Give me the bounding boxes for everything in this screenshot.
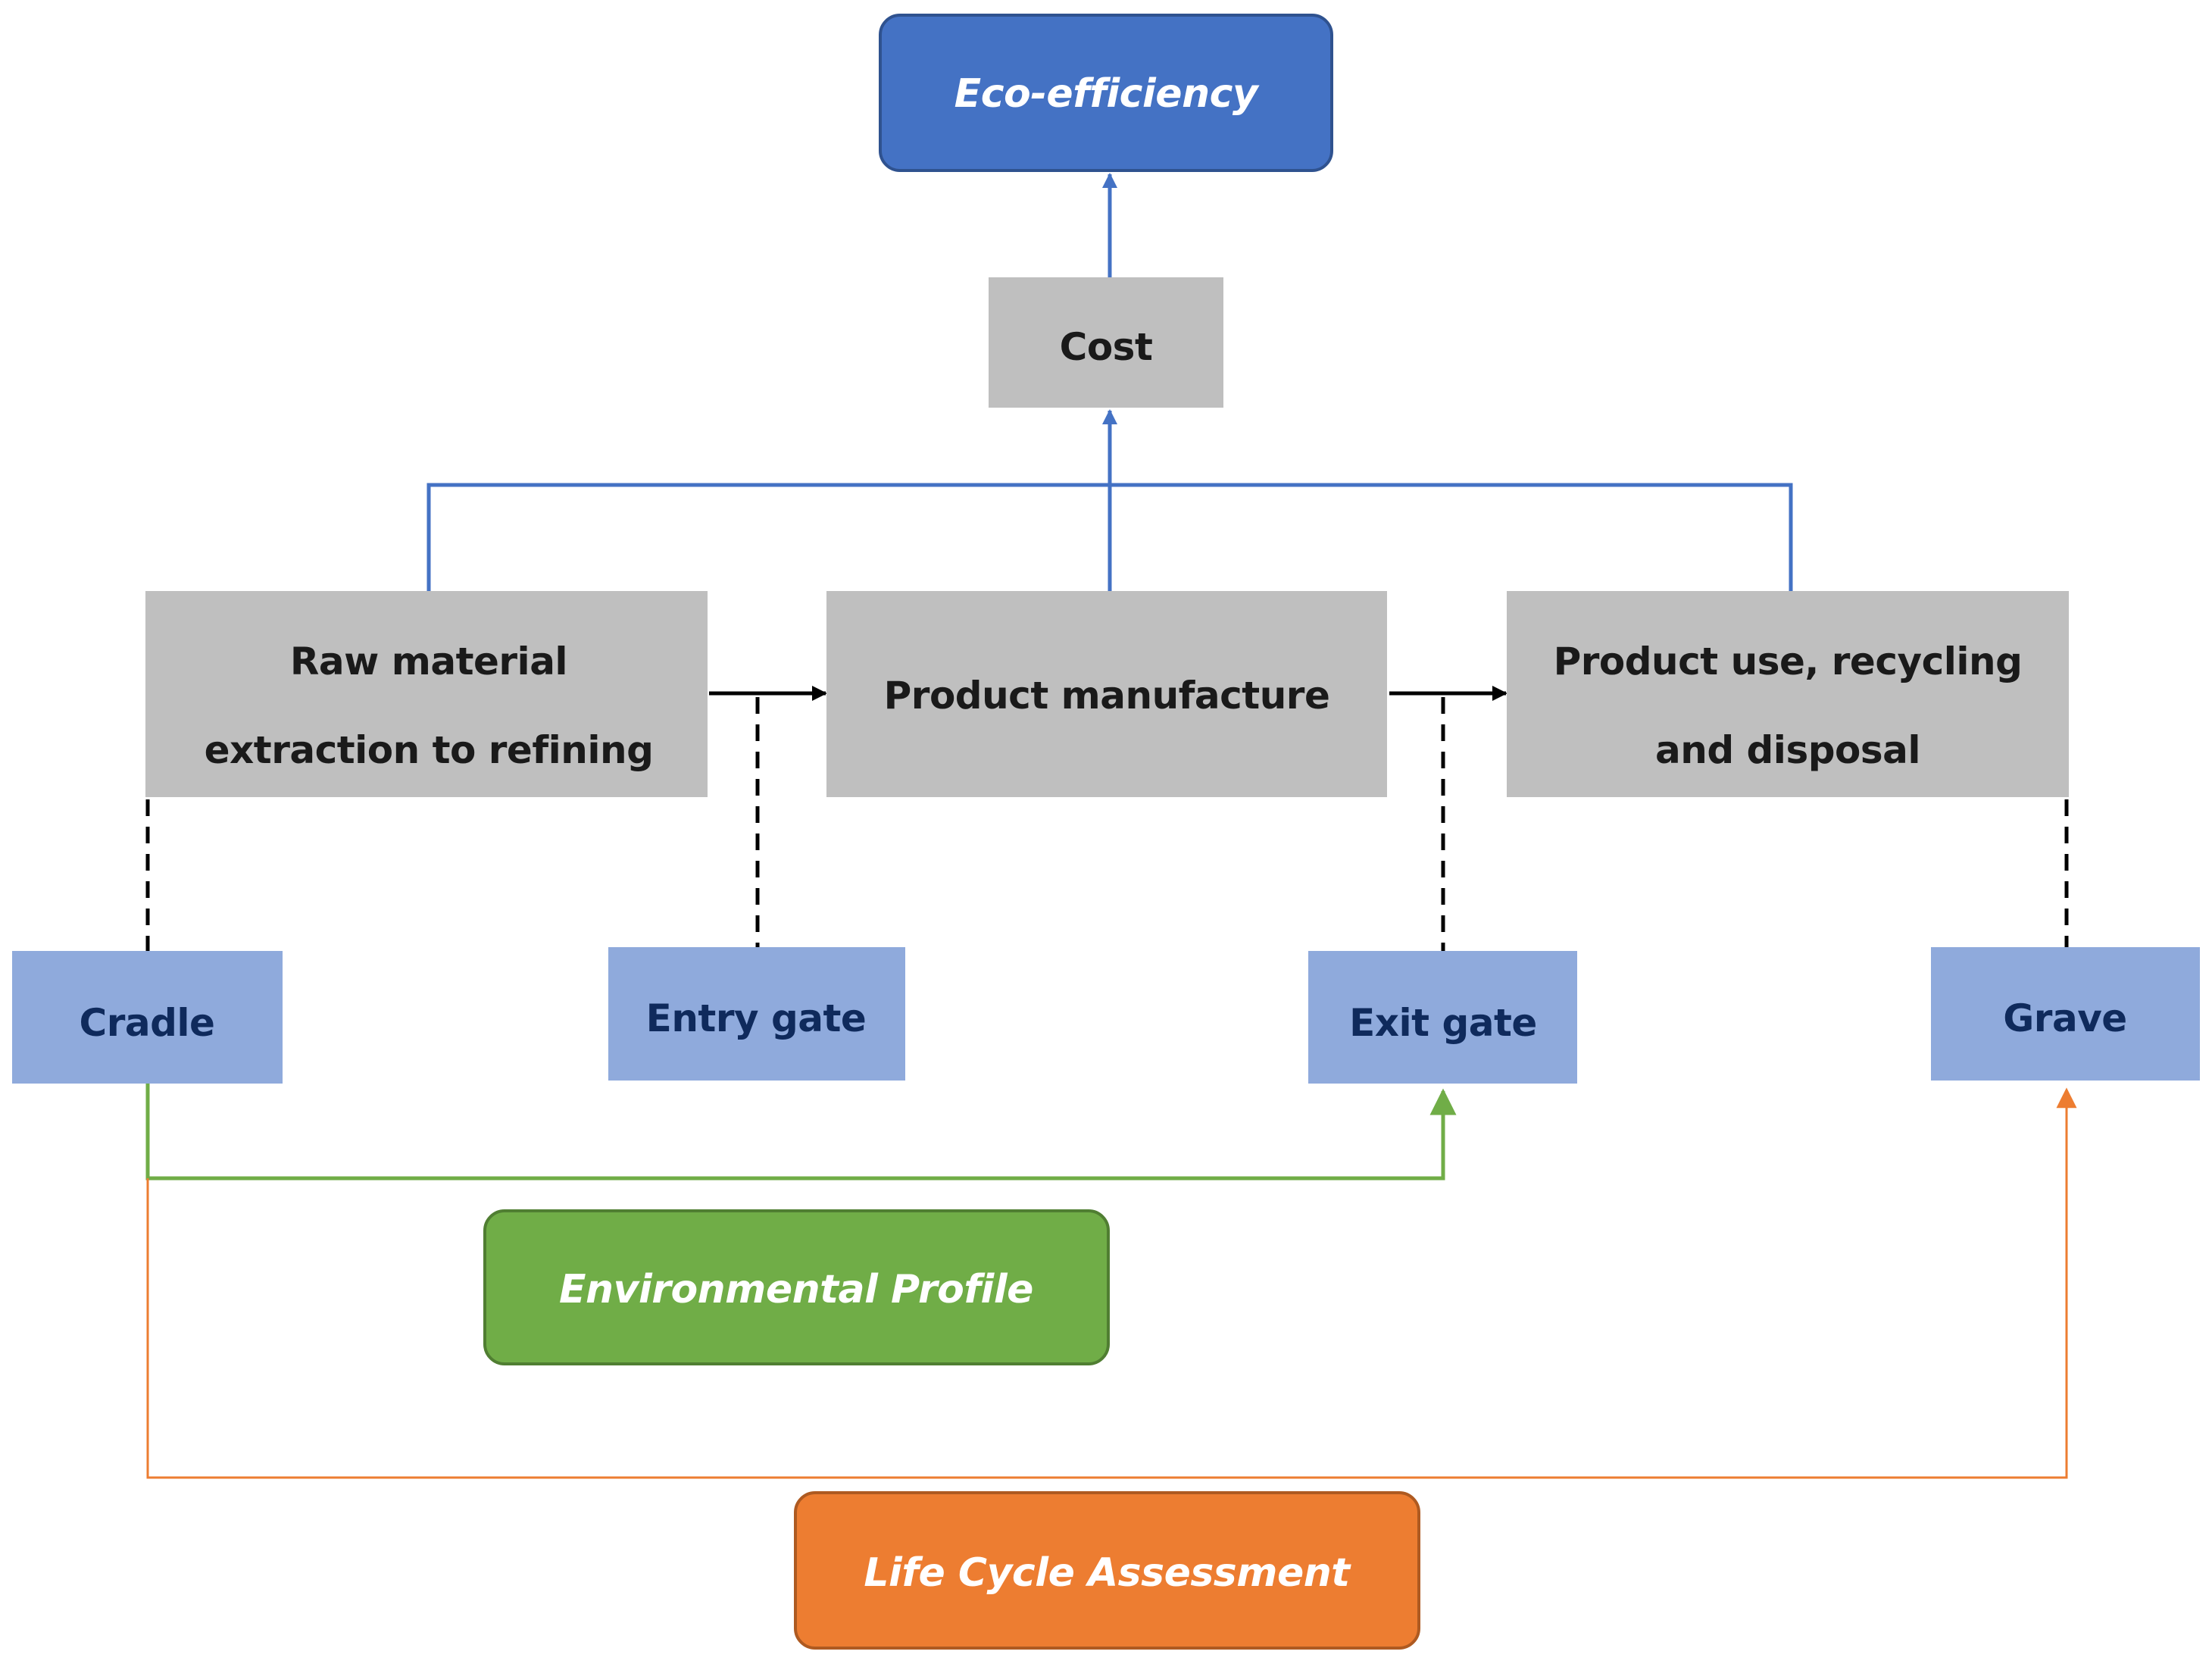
product-use-label-line1: Product use, recycling [1554, 640, 2023, 683]
grave-node: Grave [1931, 947, 2200, 1081]
raw-material-node: Raw material extraction to refining [145, 591, 708, 797]
cradle-node: Cradle [12, 951, 283, 1084]
eco-efficiency-label: Eco-efficiency [954, 71, 1260, 117]
product-manufacture-label: Product manufacture [884, 674, 1330, 718]
environmental-profile-label: Environmental Profile [559, 1267, 1033, 1312]
environmental-profile-node: Environmental Profile [483, 1209, 1110, 1365]
lca-connector [146, 1087, 2077, 1479]
life-cycle-assessment-node: Life Cycle Assessment [794, 1491, 1420, 1650]
entry-gate-label: Entry gate [646, 996, 867, 1040]
grave-label: Grave [2003, 996, 2126, 1040]
product-manufacture-node: Product manufacture [826, 591, 1387, 797]
environmental-profile-connector [145, 1084, 1457, 1181]
product-use-label-line2: and disposal [1655, 728, 1920, 772]
entry-gate-node: Entry gate [608, 947, 905, 1081]
eco-efficiency-node: Eco-efficiency [879, 14, 1333, 172]
cost-node: Cost [989, 277, 1223, 408]
cradle-label: Cradle [80, 1001, 215, 1045]
cost-label: Cost [1060, 325, 1153, 369]
product-use-node: Product use, recycling and disposal [1507, 591, 2069, 797]
life-cycle-assessment-label: Life Cycle Assessment [864, 1550, 1351, 1596]
exit-gate-node: Exit gate [1308, 951, 1577, 1084]
raw-material-label-line2: extraction to refining [205, 728, 654, 772]
exit-gate-label: Exit gate [1349, 1001, 1537, 1045]
raw-material-label-line1: Raw material [290, 640, 567, 683]
